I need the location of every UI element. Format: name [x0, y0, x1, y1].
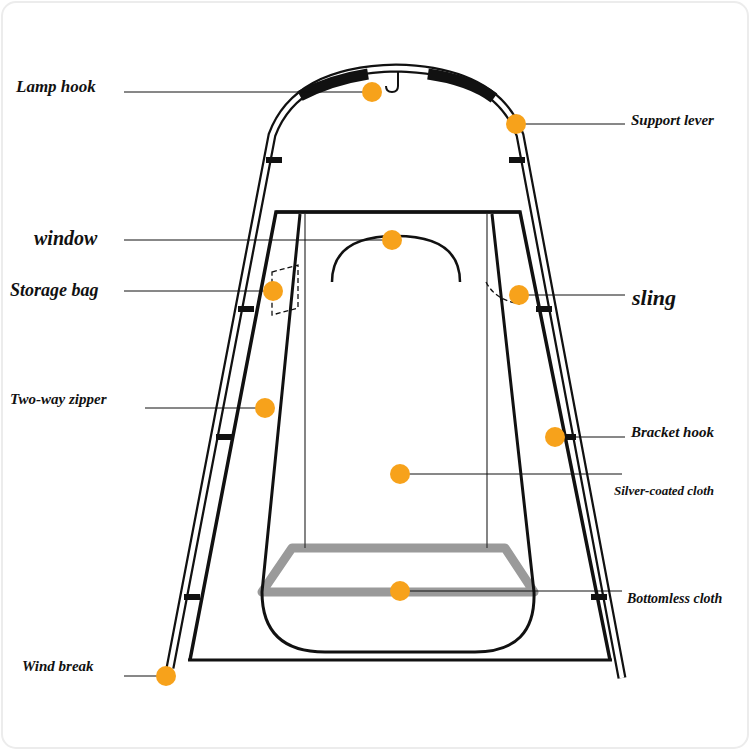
support-pole	[170, 68, 622, 678]
leader-lines	[124, 92, 625, 676]
door-line	[304, 214, 305, 548]
bracket-ticks	[184, 157, 607, 600]
door-outline	[262, 214, 534, 652]
part-label: sling	[632, 285, 676, 310]
door-line	[486, 214, 487, 548]
part-label: Bottomless cloth	[627, 591, 722, 607]
part-label: Bracket hook	[631, 424, 714, 441]
support-pole	[170, 68, 622, 678]
canopy-seam	[276, 211, 520, 214]
part-label: Storage bag	[10, 280, 99, 301]
part-label: Silver-coated cloth	[614, 484, 714, 499]
part-label: Lamp hook	[16, 77, 96, 97]
lamp-hook	[386, 72, 398, 92]
tent-base	[188, 659, 612, 662]
part-label: Two-way zipper	[10, 391, 107, 408]
pole-sleeve	[300, 74, 368, 96]
part-label: Wind break	[22, 658, 94, 675]
pole-sleeve	[428, 74, 494, 98]
part-label: window	[34, 227, 97, 250]
part-label: Support lever	[631, 112, 714, 129]
callout-dots	[156, 82, 565, 686]
